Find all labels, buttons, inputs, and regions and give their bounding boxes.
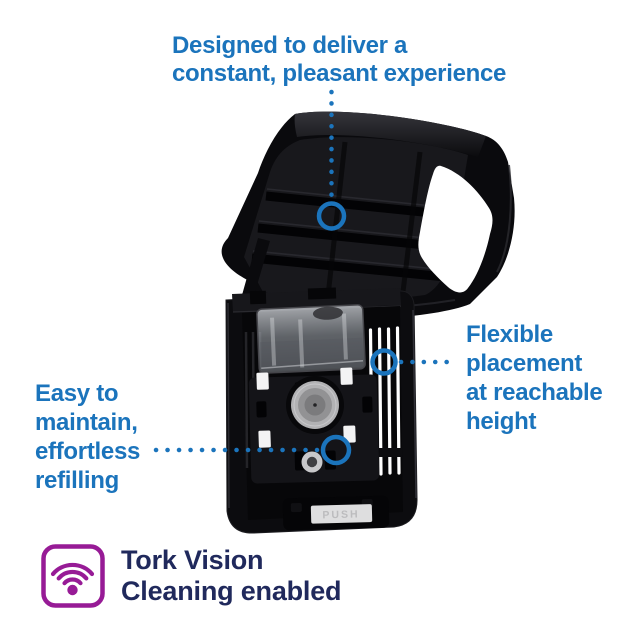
refill-clips <box>256 367 356 448</box>
dispenser-body: PUSH <box>225 287 418 534</box>
footer-badge-group: Tork Vision Cleaning enabled <box>40 543 342 609</box>
callout-line: refilling <box>35 467 119 494</box>
dispenser-lid <box>221 111 515 320</box>
callout-line: Easy to <box>35 380 119 407</box>
hinge-notch <box>307 287 337 300</box>
callout-line: height <box>466 408 537 435</box>
lid-opening <box>418 165 493 293</box>
callout-line: at reachable <box>466 379 603 406</box>
callout-left: Easy to maintain, effortless refilling <box>35 379 140 495</box>
callout-top: Designed to deliver a constant, pleasant… <box>172 32 506 88</box>
callout-ring-right <box>370 348 398 376</box>
tork-vision-badge <box>41 544 105 608</box>
level-ring <box>301 451 323 473</box>
footer-line: Tork Vision <box>121 545 264 575</box>
push-label: PUSH <box>322 508 359 521</box>
callout-right: Flexible placement at reachable height <box>466 320 603 436</box>
callout-line: maintain, <box>35 409 138 436</box>
footer-text: Tork Vision Cleaning enabled <box>121 545 342 607</box>
battery-window <box>256 304 366 374</box>
dispenser-knob <box>286 376 344 434</box>
footer-line: Cleaning enabled <box>121 576 342 606</box>
callout-line: constant, pleasant experience <box>172 60 507 87</box>
callout-ring-bottom <box>320 434 352 466</box>
lid-top-face <box>294 111 486 157</box>
wifi-signal-icon <box>50 562 95 586</box>
callout-ring-top <box>316 201 347 231</box>
callout-line: Flexible <box>466 321 553 348</box>
push-button: PUSH <box>282 495 390 531</box>
hinge-notch <box>249 290 267 305</box>
callout-line: effortless <box>35 438 141 465</box>
callout-line: Designed to deliver a <box>172 32 408 59</box>
callout-line: placement <box>466 350 583 377</box>
